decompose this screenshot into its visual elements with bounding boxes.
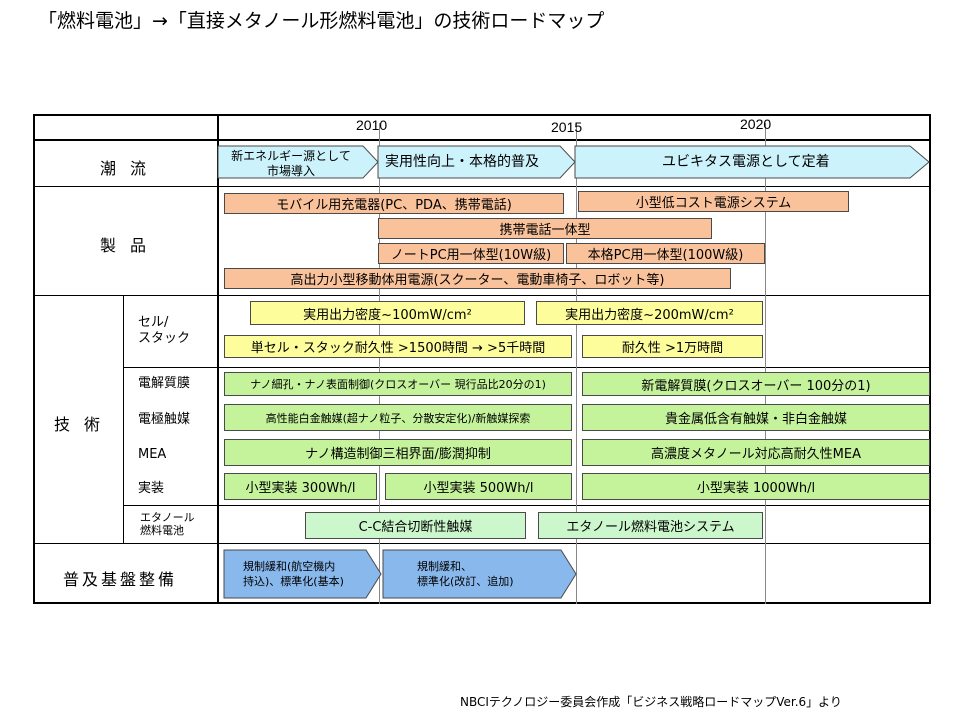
sub-membrane: 電解質膜 (138, 376, 191, 391)
tech-ethanol-system: エタノール燃料電池システム (538, 512, 763, 539)
product-pc-100w: 本格PC用一体型(100W級) (566, 243, 765, 264)
category-technology: 技術 (54, 415, 115, 434)
tech-membrane-new: 新電解質膜(クロスオーバー 100分の1) (582, 372, 930, 396)
trend-arrow-2 (377, 145, 576, 179)
product-notebook-10w: ノートPC用一体型(10W級) (378, 243, 564, 264)
infra-arrow-1-line2: 持込)、標準化(基本) (243, 575, 344, 588)
trend-arrow-2-label: 実用性向上・本格的普及 (385, 154, 539, 170)
tech-packaging-1000: 小型実装 1000Wh/l (582, 473, 930, 500)
infra-arrow-2 (382, 549, 577, 599)
subcategory-divider (123, 295, 124, 543)
products-divider (33, 295, 931, 296)
product-small-system: 小型低コスト電源システム (578, 191, 849, 212)
category-trend: 潮流 (100, 159, 161, 178)
product-mobility-power: 高出力小型移動体用電源(スクーター、電動車椅子、ロボット等) (224, 268, 731, 289)
sub-cell-stack-line2: スタック (138, 331, 191, 346)
category-products: 製品 (100, 236, 161, 255)
tech-catalyst-platinum: 高性能白金触媒(超ナノ粒子、分散安定化)/新触媒探索 (224, 404, 572, 431)
trend-divider (33, 186, 931, 187)
category-infrastructure: 普及基盤整備 (63, 570, 178, 589)
trend-arrow-1-line2: 市場導入 (266, 164, 315, 178)
header-divider (33, 139, 931, 141)
infra-arrow-1-line1: 規制緩和(航空機内 (243, 560, 336, 573)
source-credit: NBCIテクノロジー委員会作成「ビジネス戦略ロードマップVer.6」より (460, 695, 842, 709)
infra-arrow-1-label: 規制緩和(航空機内 持込)、標準化(基本) (243, 559, 344, 589)
product-mobile-charger: モバイル用充電器(PC、PDA、携帯電話) (224, 193, 564, 214)
year-2020: 2020 (740, 116, 772, 132)
infra-arrow-1 (223, 549, 382, 599)
cell-divider (123, 367, 931, 368)
sub-cell-stack-line1: セル/ (138, 315, 169, 330)
label-column-divider (217, 114, 219, 604)
infra-arrow-2-line1: 規制緩和、 (417, 560, 472, 573)
year-2010: 2010 (356, 117, 388, 133)
infra-arrow-2-line2: 標準化(改訂、追加) (417, 575, 514, 588)
sub-cell-stack: セル/ スタック (138, 315, 190, 347)
tech-stack-durability: 単セル・スタック耐久性 >1500時間 → >5千時間 (224, 335, 572, 358)
tech-catalyst-low-precious: 貴金属低含有触媒・非白金触媒 (582, 404, 930, 431)
tech-cc-bond-catalyst: C-C結合切断性触媒 (305, 512, 526, 539)
product-phone-integrated: 携帯電話一体型 (378, 218, 712, 239)
tech-power-density-200: 実用出力密度~200mW/cm² (536, 301, 763, 325)
year-line-2020 (765, 123, 766, 604)
tech-packaging-500: 小型実装 500Wh/l (385, 473, 572, 500)
packaging-divider (123, 505, 931, 506)
tech-packaging-300: 小型実装 300Wh/l (224, 473, 377, 500)
infra-arrow-2-label: 規制緩和、 標準化(改訂、追加) (417, 559, 514, 589)
trend-arrow-1-label: 新エネルギー源として 市場導入 (226, 149, 356, 179)
technology-divider (33, 543, 931, 544)
year-line-2010 (379, 123, 380, 604)
sub-packaging: 実装 (138, 481, 165, 496)
tech-mea-high-durability: 高濃度メタノール対応高耐久性MEA (582, 439, 930, 466)
trend-arrow-3 (574, 145, 930, 179)
sub-catalyst: 電極触媒 (138, 412, 191, 427)
year-line-2015 (576, 123, 577, 604)
roadmap-table (33, 114, 931, 604)
tech-power-density-100: 実用出力密度~100mW/cm² (250, 301, 525, 325)
sub-ethanol-line2: 燃料電池 (140, 524, 184, 537)
tech-membrane-nano: ナノ細孔・ナノ表面制御(クロスオーバー 現行品比20分の1) (224, 372, 572, 396)
sub-ethanol-line1: エタノール (140, 511, 195, 524)
sub-ethanol: エタノール 燃料電池 (140, 511, 195, 537)
trend-arrow-1 (217, 145, 379, 179)
sub-mea: MEA (138, 447, 167, 462)
year-2015: 2015 (551, 119, 583, 135)
trend-arrow-3-label: ユビキタス電源として定着 (662, 154, 830, 170)
page-title: 「燃料電池」→「直接メタノール形燃料電池」の技術ロードマップ (38, 10, 605, 32)
trend-arrow-1-line1: 新エネルギー源として (231, 149, 351, 163)
tech-mea-nano-structure: ナノ構造制御三相界面/膨潤抑制 (224, 439, 572, 466)
tech-durability-10000h: 耐久性 >1万時間 (582, 335, 763, 358)
